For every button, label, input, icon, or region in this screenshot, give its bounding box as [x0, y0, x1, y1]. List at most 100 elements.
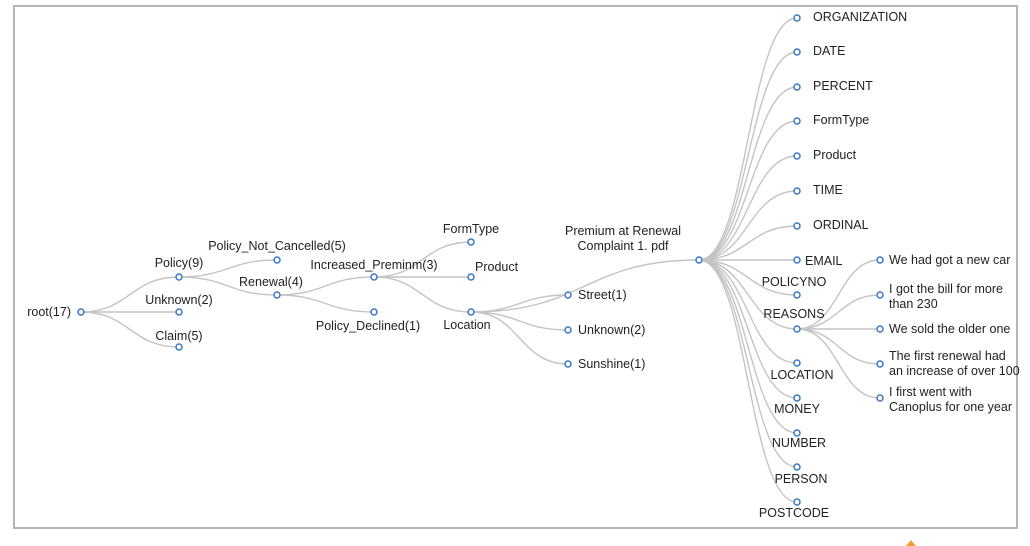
node-label: root(17): [27, 305, 71, 319]
node-dot-icon[interactable]: [876, 256, 884, 264]
tree-node-pdec[interactable]: Policy_Declined(1): [316, 308, 420, 333]
node-dot-icon[interactable]: [793, 83, 801, 91]
node-dot-icon[interactable]: [793, 325, 801, 333]
tree-node-percent[interactable]: PERCENT: [793, 79, 873, 93]
tree-link-premium-org: [698, 17, 798, 261]
node-label: Location: [443, 318, 490, 332]
node-dot-icon[interactable]: [695, 256, 703, 264]
node-dot-icon[interactable]: [175, 308, 183, 316]
tree-node-money[interactable]: MONEY: [774, 394, 821, 416]
node-dot-icon[interactable]: [273, 256, 281, 264]
node-dot-icon[interactable]: [793, 394, 801, 402]
tree-link-premium-money: [698, 259, 798, 399]
tree-link-premium-formtype2: [698, 120, 798, 261]
tree-link-reasons-r4: [796, 328, 881, 365]
tree-node-formtype1[interactable]: FormType: [443, 222, 499, 246]
tree-node-policyno[interactable]: POLICYNO: [762, 275, 827, 299]
node-label: Product: [475, 260, 519, 274]
node-dot-icon[interactable]: [793, 187, 801, 195]
tree-link-root-claim: [80, 311, 180, 348]
node-dot-icon[interactable]: [564, 326, 572, 334]
node-dot-icon[interactable]: [876, 394, 884, 402]
tree-link-premium-ordinal: [698, 225, 798, 261]
node-label: Renewal(4): [239, 275, 303, 289]
tree-node-time[interactable]: TIME: [793, 183, 843, 197]
node-dot-icon[interactable]: [876, 360, 884, 368]
node-dot-icon[interactable]: [876, 291, 884, 299]
tree-node-pnc[interactable]: Policy_Not_Cancelled(5): [208, 239, 346, 264]
tree-link-policy-pnc: [178, 259, 278, 278]
tree-node-reasons[interactable]: REASONS: [763, 307, 825, 333]
tree-node-location2[interactable]: LOCATION: [771, 359, 834, 382]
node-dot-icon[interactable]: [467, 273, 475, 281]
node-dot-icon[interactable]: [564, 360, 572, 368]
tree-link-premium-percent: [698, 86, 798, 261]
node-dot-icon[interactable]: [793, 222, 801, 230]
tree-node-postcode[interactable]: POSTCODE: [759, 498, 829, 520]
tree-node-renewal[interactable]: Renewal(4): [239, 275, 303, 299]
node-dot-icon[interactable]: [370, 273, 378, 281]
node-dot-icon[interactable]: [175, 343, 183, 351]
node-dot-icon[interactable]: [793, 498, 801, 506]
tree-node-root[interactable]: root(17): [27, 305, 85, 319]
tree-link-root-policy: [80, 276, 180, 313]
tree-node-policy[interactable]: Policy(9): [155, 256, 204, 281]
node-dot-icon[interactable]: [467, 308, 475, 316]
tree-node-r3[interactable]: We sold the older one: [876, 322, 1010, 336]
node-dot-icon[interactable]: [564, 291, 572, 299]
tree-node-r1[interactable]: We had got a new car: [876, 253, 1010, 267]
node-label: FormType: [443, 222, 499, 236]
node-dot-icon[interactable]: [793, 152, 801, 160]
diagram-frame: [13, 5, 1018, 529]
node-dot-icon[interactable]: [793, 48, 801, 56]
tree-node-incprem[interactable]: Increased_Preminm(3): [310, 258, 438, 281]
tree-node-location1[interactable]: Location: [443, 308, 491, 332]
tree-node-product1[interactable]: Product: [467, 260, 519, 281]
tree-node-email[interactable]: EMAIL: [793, 254, 843, 268]
corner-marker-icon: [906, 540, 916, 546]
tree-node-street[interactable]: Street(1): [564, 288, 627, 302]
node-dot-icon[interactable]: [370, 308, 378, 316]
node-dot-icon[interactable]: [793, 291, 801, 299]
tree-node-person[interactable]: PERSON: [775, 463, 828, 486]
node-label: MONEY: [774, 402, 821, 416]
node-label: Sunshine(1): [578, 357, 645, 371]
node-dot-icon[interactable]: [273, 291, 281, 299]
tree-link-incprem-location1: [373, 276, 472, 313]
node-label: NUMBER: [772, 436, 826, 450]
node-dot-icon[interactable]: [175, 273, 183, 281]
node-dot-icon[interactable]: [876, 325, 884, 333]
node-dot-icon[interactable]: [793, 117, 801, 125]
node-label: Policy_Not_Cancelled(5): [208, 239, 346, 253]
node-dot-icon[interactable]: [467, 238, 475, 246]
tree-node-product2[interactable]: Product: [793, 148, 857, 162]
node-label: POSTCODE: [759, 506, 829, 520]
node-label: Unknown(2): [145, 293, 212, 307]
tree-node-date[interactable]: DATE: [793, 44, 845, 58]
node-dot-icon[interactable]: [793, 463, 801, 471]
tree-link-premium-product2: [698, 155, 798, 261]
tree-node-org[interactable]: ORGANIZATION: [793, 10, 907, 24]
tree-node-sunshine[interactable]: Sunshine(1): [564, 357, 645, 371]
node-dot-icon[interactable]: [793, 256, 801, 264]
tree-node-unknown2a[interactable]: Unknown(2): [145, 293, 213, 316]
node-label: Product: [813, 148, 857, 162]
tree-node-unknown2b[interactable]: Unknown(2): [564, 323, 645, 337]
tree-node-formtype2[interactable]: FormType: [793, 113, 869, 127]
tree-node-claim[interactable]: Claim(5): [155, 329, 203, 351]
tree-node-ordinal[interactable]: ORDINAL: [793, 218, 869, 232]
node-dot-icon[interactable]: [793, 14, 801, 22]
tree-node-number[interactable]: NUMBER: [772, 429, 826, 450]
node-dot-icon[interactable]: [793, 359, 801, 367]
node-dot-icon[interactable]: [793, 429, 801, 437]
tree-link-location1-sunshine: [470, 311, 569, 365]
node-label: POLICYNO: [762, 275, 827, 289]
node-dot-icon[interactable]: [77, 308, 85, 316]
